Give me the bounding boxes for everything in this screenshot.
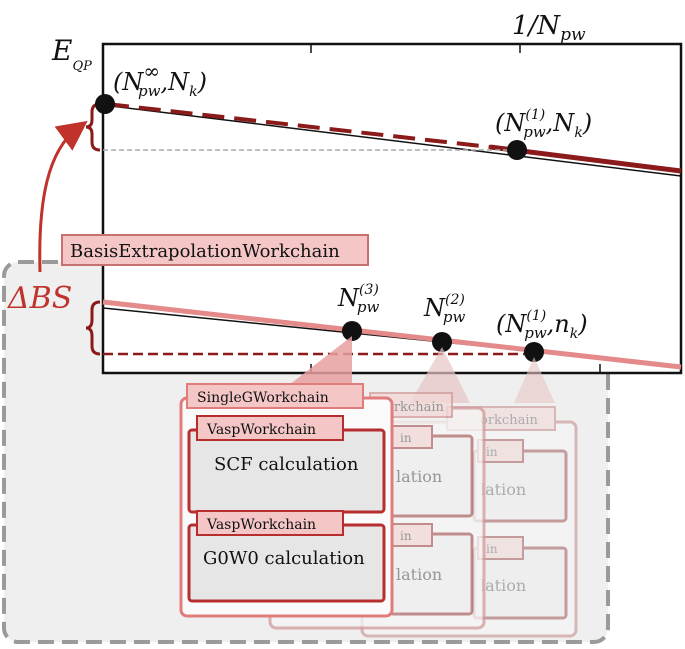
- single-g-label: SingleGWorkchain: [197, 390, 329, 406]
- svg-text:lation: lation: [480, 480, 526, 499]
- top-fit-line-dashed: [106, 102, 491, 149]
- svg-text:in: in: [486, 542, 498, 556]
- delta-bs-arrow: [38, 120, 88, 273]
- point-top-n1: [507, 140, 527, 160]
- label-bottom-n1: (N(1)pw,nk): [496, 308, 588, 342]
- svg-text:orkchain: orkchain: [386, 400, 444, 415]
- y-axis-label: EQP: [51, 34, 92, 74]
- scf-vasp-label-box: [196, 415, 344, 441]
- bottom-fit-line-pink: [102, 299, 682, 370]
- bottom-brace: [85, 300, 101, 356]
- delta-bs-label: ΔBS: [7, 281, 72, 316]
- svg-text:lation: lation: [396, 565, 442, 584]
- svg-text:in: in: [400, 431, 412, 445]
- svg-text:in: in: [486, 445, 498, 459]
- connector-n1: [514, 357, 555, 403]
- svg-text:in: in: [400, 529, 412, 543]
- basis-workchain-label-box: [61, 234, 369, 266]
- svg-text:lation: lation: [396, 467, 442, 486]
- basis-workchain-label: BasisExtrapolationWorkchain: [70, 241, 340, 262]
- label-n2: N(2)pw: [423, 292, 465, 326]
- scf-vasp-label: VaspWorkchain: [206, 422, 316, 438]
- point-bottom-n1: [524, 342, 544, 362]
- svg-text:orkchain: orkchain: [480, 413, 538, 428]
- label-top-n1: (N(1)pw,Nk): [495, 107, 592, 141]
- x-axis-label: 1/Npw: [512, 11, 586, 45]
- g0w0-calc-label: G0W0 calculation: [203, 548, 365, 569]
- label-n3: N(3)pw: [337, 282, 379, 316]
- single-g-workchain-card: SingleGWorkchain VaspWorkchain SCF calcu…: [179, 383, 394, 618]
- point-n2: [432, 332, 452, 352]
- label-n-inf: (N∞pw,Nk): [113, 59, 207, 100]
- point-n-inf: [95, 94, 115, 114]
- scf-calc-label: SCF calculation: [214, 454, 359, 475]
- g0w0-vasp-label: VaspWorkchain: [206, 517, 316, 533]
- svg-text:lation: lation: [480, 576, 526, 595]
- single-g-label-box: [186, 383, 364, 409]
- point-n3: [342, 321, 362, 341]
- connector-n2: [410, 347, 470, 403]
- top-fit-line-thin: [102, 104, 682, 177]
- g0w0-vasp-label-box: [196, 510, 344, 536]
- connector-n3: [280, 336, 352, 392]
